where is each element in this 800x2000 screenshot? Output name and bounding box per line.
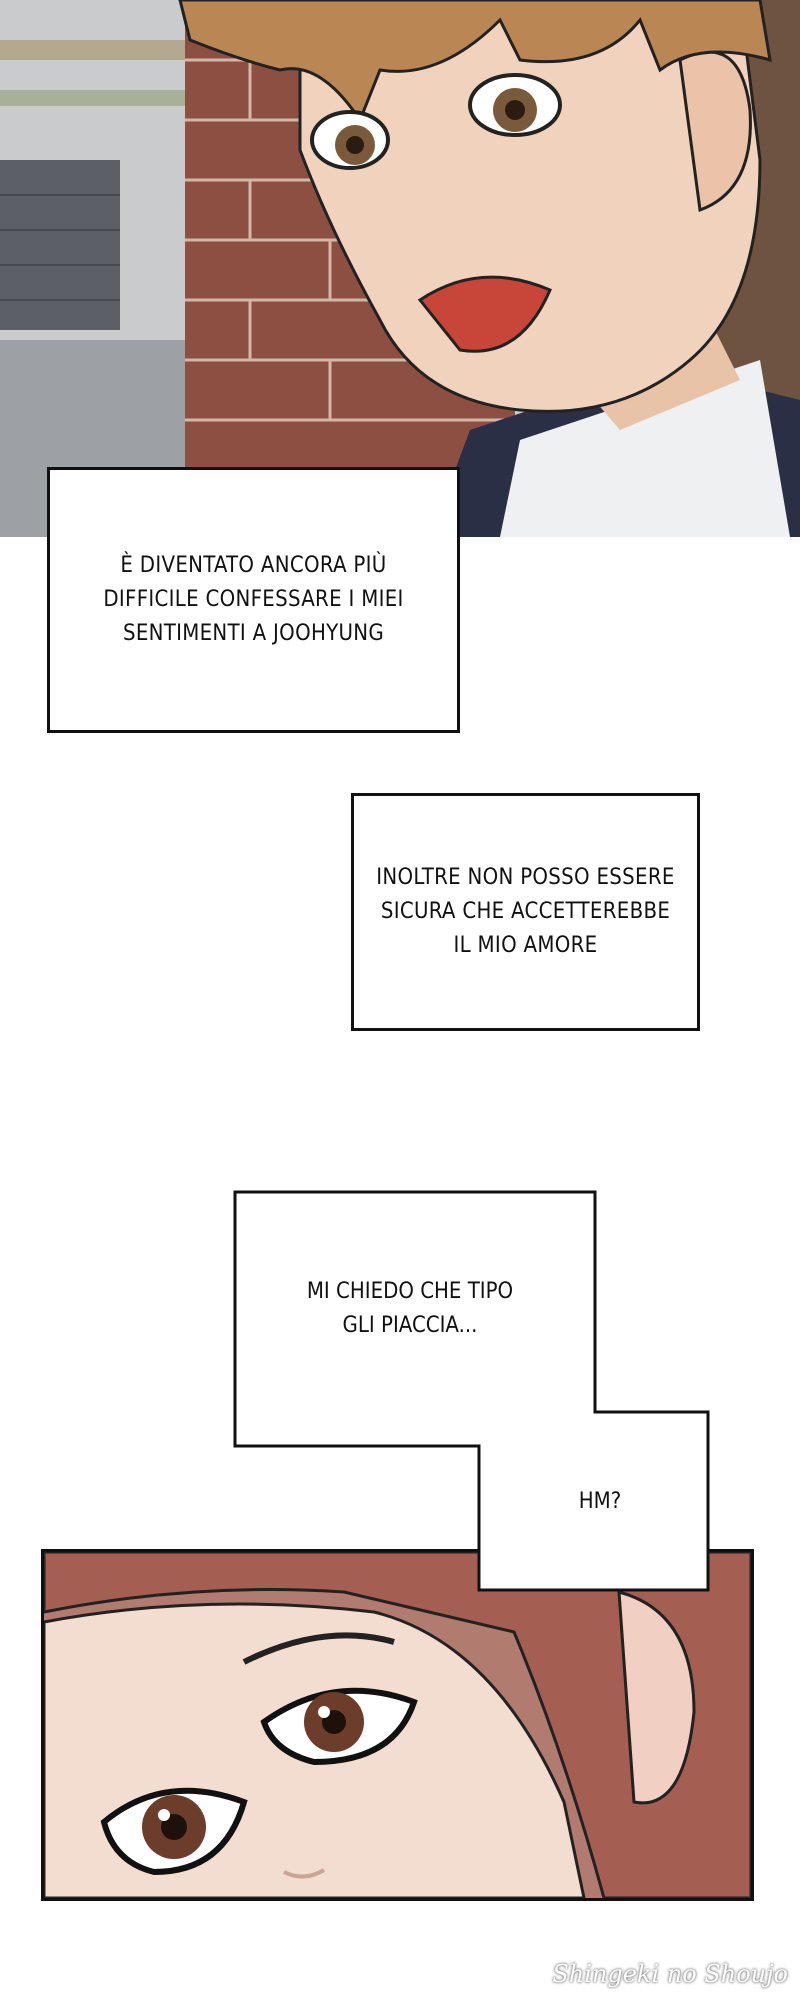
male-hair xyxy=(178,0,772,124)
female-character-illustration xyxy=(44,1552,751,1898)
bottom-illustration-panel xyxy=(41,1549,754,1901)
garage-door xyxy=(0,160,120,330)
shirt-collar xyxy=(500,360,790,537)
top-illustration-panel xyxy=(0,0,800,537)
speech-bubble-2-text: HM? xyxy=(578,1489,622,1514)
female-hair xyxy=(44,1552,751,1898)
narration-box-2: INOLTRE NON POSSO ESSERE SICURA CHE ACCE… xyxy=(351,793,700,1031)
speech-bubble-1-text: MI CHIEDO CHE TIPO GLI PIACCIA... xyxy=(306,1279,514,1338)
narration-box-1: È DIVENTATO ANCORA PIÙ DIFFICILE CONFESS… xyxy=(47,467,460,733)
male-mouth xyxy=(417,275,552,353)
watermark-text: Shingeki no Shoujo xyxy=(552,1960,788,1988)
male-face xyxy=(298,0,762,413)
male-character-illustration xyxy=(0,0,800,537)
speech-bubble-outline xyxy=(233,1190,710,1592)
